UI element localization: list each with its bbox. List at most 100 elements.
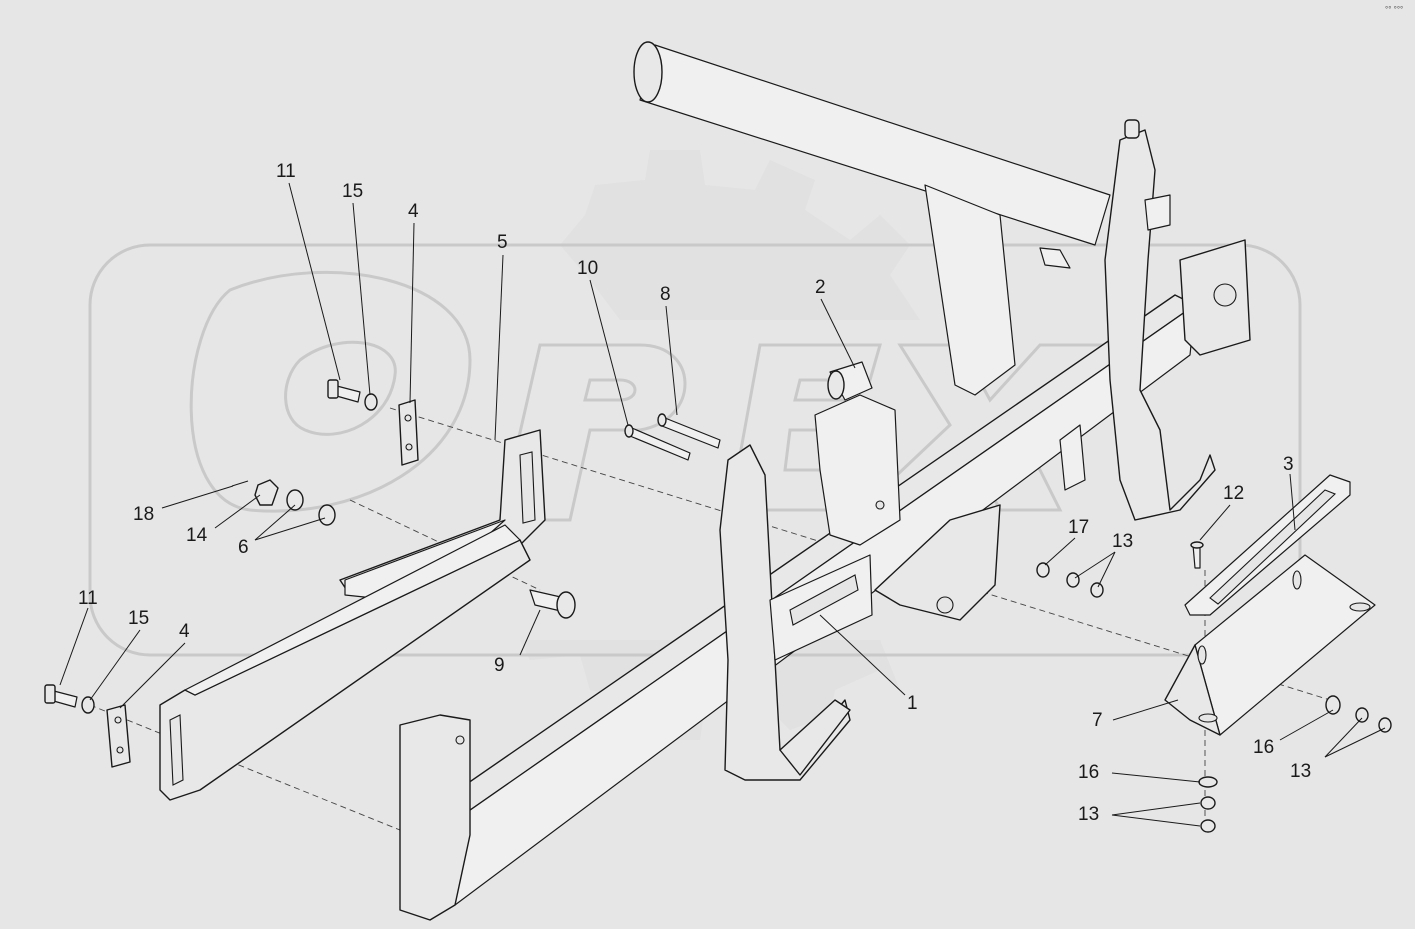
leader-4-lower <box>119 642 186 709</box>
part-15-washer-lower <box>81 696 95 714</box>
leader-5 <box>494 254 504 441</box>
leader-1 <box>819 614 906 696</box>
rear-lug <box>1059 424 1086 491</box>
clamp-slot <box>789 574 859 626</box>
leader-16-right <box>1279 709 1334 741</box>
bolt-11-head-upper <box>327 379 339 399</box>
beam-end-plate <box>399 714 471 921</box>
bracket-7-hole-d <box>1198 713 1218 723</box>
leader-3 <box>1289 473 1296 531</box>
bracket-7-side <box>1164 644 1221 736</box>
beam-right-bracket-hole <box>1213 283 1237 307</box>
part-4-lower-brace <box>159 524 531 801</box>
callout-2: 2 <box>815 277 826 298</box>
leader-15-lower <box>89 629 141 701</box>
callout-4-upper: 4 <box>408 201 419 222</box>
leader-13-bottom-a <box>1111 802 1201 816</box>
callout-7: 7 <box>1092 710 1103 731</box>
leader-9 <box>519 609 541 656</box>
part-16-washer-right <box>1325 695 1341 715</box>
brace-5-slot <box>519 451 536 524</box>
callout-labels: 11 15 4 5 10 8 2 18 14 6 9 1 11 15 4 17 … <box>78 161 1311 825</box>
watermark-letter-p <box>498 343 687 522</box>
watermark-letter-o <box>189 270 472 513</box>
callout-8: 8 <box>660 284 671 305</box>
bolt-8-head <box>657 413 667 427</box>
callout-3: 3 <box>1283 454 1294 475</box>
lower-brace-flange <box>184 524 521 696</box>
part-13-nut-a <box>1066 572 1080 588</box>
leader-13-b <box>1097 551 1116 588</box>
lower-brace-slot <box>169 714 184 786</box>
part-13-nut-right-a <box>1355 707 1369 723</box>
upper-tube <box>633 41 1111 246</box>
bolt-10-head <box>624 424 634 438</box>
leader-8 <box>665 305 678 416</box>
leader-4-upper <box>409 222 415 404</box>
plate-4-lower-hole-a <box>114 716 122 724</box>
leader-2 <box>820 298 856 369</box>
part-4-plate-lower <box>106 704 131 768</box>
under-bracket-hole <box>936 596 954 614</box>
part-13-nut-bottom-b <box>1200 819 1216 833</box>
under-bracket <box>874 504 1001 621</box>
plate-4-lower-hole-b <box>116 746 124 754</box>
tube-end <box>633 41 663 103</box>
part-15-washer-upper <box>364 393 378 411</box>
leader-11-lower <box>59 607 89 686</box>
pin-9-head <box>556 591 576 619</box>
hardware <box>44 361 1392 833</box>
beam-end-hole <box>455 735 465 745</box>
bracket-7-hole-a <box>1292 570 1302 590</box>
callout-5: 5 <box>497 232 508 253</box>
part-4-plate-upper <box>398 399 419 466</box>
callout-16-right: 16 <box>1253 737 1274 758</box>
plate-4-hole-b <box>405 443 413 451</box>
leader-11-upper <box>288 182 341 381</box>
part-13-nut-b <box>1090 582 1104 598</box>
callout-9: 9 <box>494 655 505 676</box>
part-18-cotter-pin <box>231 480 249 487</box>
rear-tine-pin <box>1124 119 1140 139</box>
part-13-nut-right-b <box>1378 717 1392 733</box>
leader-13-a <box>1074 551 1116 579</box>
rear-hook <box>1039 247 1071 269</box>
bushing-end <box>827 370 845 400</box>
leader-14 <box>214 494 261 529</box>
bar-3-slot <box>1209 489 1337 605</box>
part-17-washer <box>1036 562 1050 578</box>
callout-16-bottom: 16 <box>1078 762 1099 783</box>
callout-17: 17 <box>1068 517 1089 538</box>
part-3-slotted-bar <box>1184 474 1351 616</box>
callout-11-lower: 11 <box>78 588 98 609</box>
watermark-logo <box>88 150 1302 740</box>
leader-lines <box>59 182 1386 827</box>
tine-mount-bracket <box>814 394 901 546</box>
bolt-11-head-lower <box>44 684 56 704</box>
rear-tine-clamp <box>1144 194 1171 231</box>
tine-1-tip <box>779 699 851 776</box>
leader-18 <box>161 485 234 509</box>
leader-17 <box>1044 537 1076 566</box>
screw-12-head <box>1190 541 1204 549</box>
part-14-castle-nut <box>254 479 279 506</box>
rear-tine <box>924 119 1216 521</box>
callout-18: 18 <box>133 504 154 525</box>
callout-14: 14 <box>186 525 208 546</box>
leader-6-a <box>254 504 296 541</box>
callout-10: 10 <box>577 258 598 279</box>
watermark-gear <box>560 150 920 320</box>
part-6-washer-a <box>286 489 304 511</box>
rear-support-plate <box>924 184 1016 396</box>
leader-16-bottom <box>1111 772 1201 783</box>
callout-13-a: 13 <box>1112 531 1133 552</box>
callout-13-bottom: 13 <box>1078 804 1099 825</box>
part-7-angle-bracket <box>1164 554 1376 736</box>
plate-4-hole-a <box>404 414 412 422</box>
callout-15-lower: 15 <box>128 608 149 629</box>
corner-mark: °° °°° <box>1385 5 1403 14</box>
callout-12: 12 <box>1223 483 1244 504</box>
leader-7 <box>1112 699 1179 721</box>
